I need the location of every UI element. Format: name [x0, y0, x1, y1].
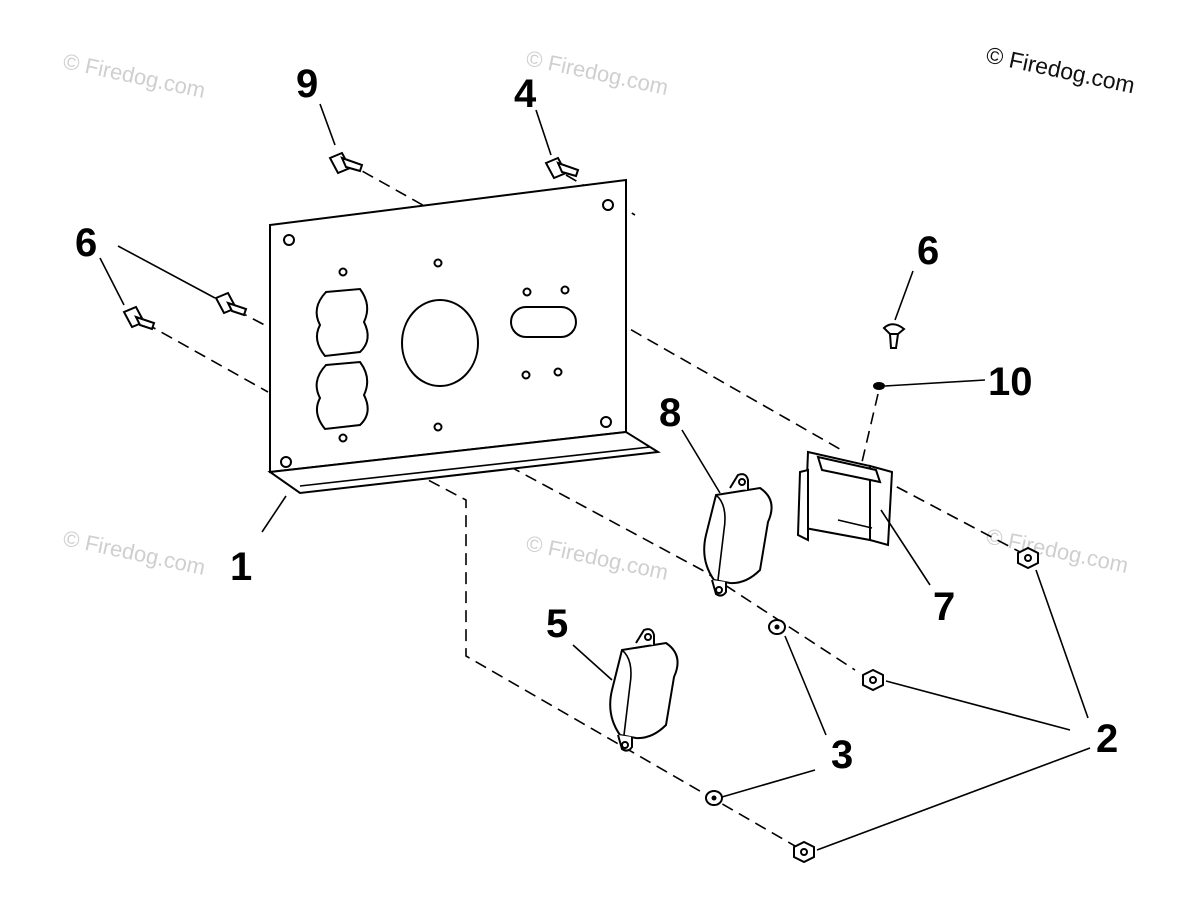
leader-6-right: [894, 270, 914, 321]
outlet-cutout-bottom: [315, 360, 369, 431]
leader-6-top: [117, 245, 216, 299]
leader-7: [880, 509, 931, 586]
bolt-6-top: [214, 291, 248, 317]
leader-1: [261, 495, 287, 533]
washer-10: [873, 382, 885, 390]
watermark: © Firedog.com: [61, 525, 208, 580]
washer-3-lower: [705, 790, 723, 806]
washer-3-upper: [768, 619, 786, 635]
leader-3-lower: [721, 769, 816, 798]
leader-2-top: [1035, 569, 1089, 719]
nut-2-bottom: [793, 840, 815, 864]
panel-plate: [267, 178, 661, 495]
outlet-5: [609, 628, 679, 752]
copyright-text: © Firedog.com: [984, 41, 1137, 98]
assembly-line-switch: [564, 291, 846, 453]
bolt-6-left: [122, 305, 156, 331]
nut-2-top: [1017, 546, 1039, 570]
nut-2-middle: [862, 668, 884, 692]
assembly-line-switch-nut: [879, 477, 1021, 553]
watermark: © Firedog.com: [524, 45, 671, 100]
leader-9: [319, 103, 336, 146]
assembly-line-bolt-6-left: [144, 322, 269, 393]
bolt-4: [544, 156, 580, 180]
callout-10: 10: [988, 360, 1033, 404]
watermark: © Firedog.com: [61, 48, 208, 103]
leader-lines: [99, 103, 1091, 851]
callout-7: 7: [933, 585, 955, 629]
watermark: © Firedog.com: [524, 530, 671, 585]
leader-8: [681, 429, 721, 494]
switch-7: [796, 450, 894, 547]
outlet-8: [703, 473, 773, 597]
callout-6-right: 6: [917, 229, 939, 273]
bolt-9: [328, 151, 364, 175]
leader-6-left: [99, 257, 125, 306]
callout-1: 1: [230, 545, 252, 589]
outlet-cutout-top: [315, 287, 369, 358]
leader-2-middle: [885, 680, 1071, 731]
slot-cutout: [510, 306, 577, 338]
callout-3-upper: 3: [831, 733, 853, 777]
callout-8: 8: [659, 391, 681, 435]
leader-2-bottom: [816, 747, 1091, 851]
assembly-line-bolt-9: [345, 161, 429, 209]
leader-10: [884, 379, 986, 387]
round-cutout: [401, 299, 479, 387]
leader-4: [535, 109, 552, 156]
screw-6-right: [882, 323, 906, 349]
assembly-line-outlet-8: [441, 429, 856, 671]
watermark: © Firedog.com: [984, 523, 1131, 578]
callout-6-left: 6: [75, 221, 97, 265]
callout-4: 4: [514, 72, 537, 116]
callout-2: 2: [1096, 717, 1118, 761]
callouts: 1 9 4 6 6 10 8 7 5 3 2 3: [75, 62, 1118, 777]
assembly-line-screw-10: [861, 393, 879, 463]
leader-5: [572, 644, 613, 681]
leader-3-upper: [784, 635, 827, 736]
callout-5: 5: [546, 602, 568, 646]
callout-9: 9: [296, 62, 318, 106]
